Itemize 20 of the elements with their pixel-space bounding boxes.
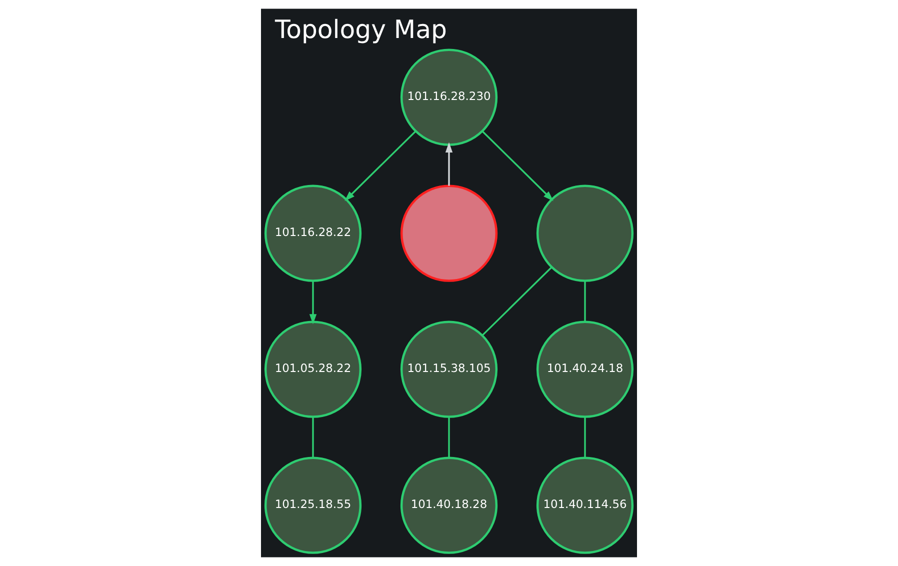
- connector: [312, 416, 314, 458]
- arrow: [344, 130, 416, 202]
- node-circle: 101.40.24.18: [536, 320, 634, 418]
- node-circle: 101.15.38.105: [400, 320, 498, 418]
- arrow: [445, 142, 453, 186]
- node-circle: 101.05.28.22: [264, 320, 362, 418]
- arrow: [482, 130, 554, 202]
- node-circle: 101.16.28.22: [264, 184, 362, 282]
- node-circle: 101.40.114.56: [536, 456, 634, 554]
- diagram-title: Topology Map: [275, 14, 447, 44]
- node-circle: 101.16.28.230: [400, 48, 498, 146]
- connector: [584, 280, 586, 322]
- connector: [482, 266, 552, 336]
- node-circle: 101.40.18.28: [400, 456, 498, 554]
- connector: [448, 416, 450, 458]
- connector: [584, 416, 586, 458]
- node-circle: [536, 184, 634, 282]
- node-circle: 101.25.18.55: [264, 456, 362, 554]
- node-circle: [400, 184, 498, 282]
- arrow: [309, 280, 317, 324]
